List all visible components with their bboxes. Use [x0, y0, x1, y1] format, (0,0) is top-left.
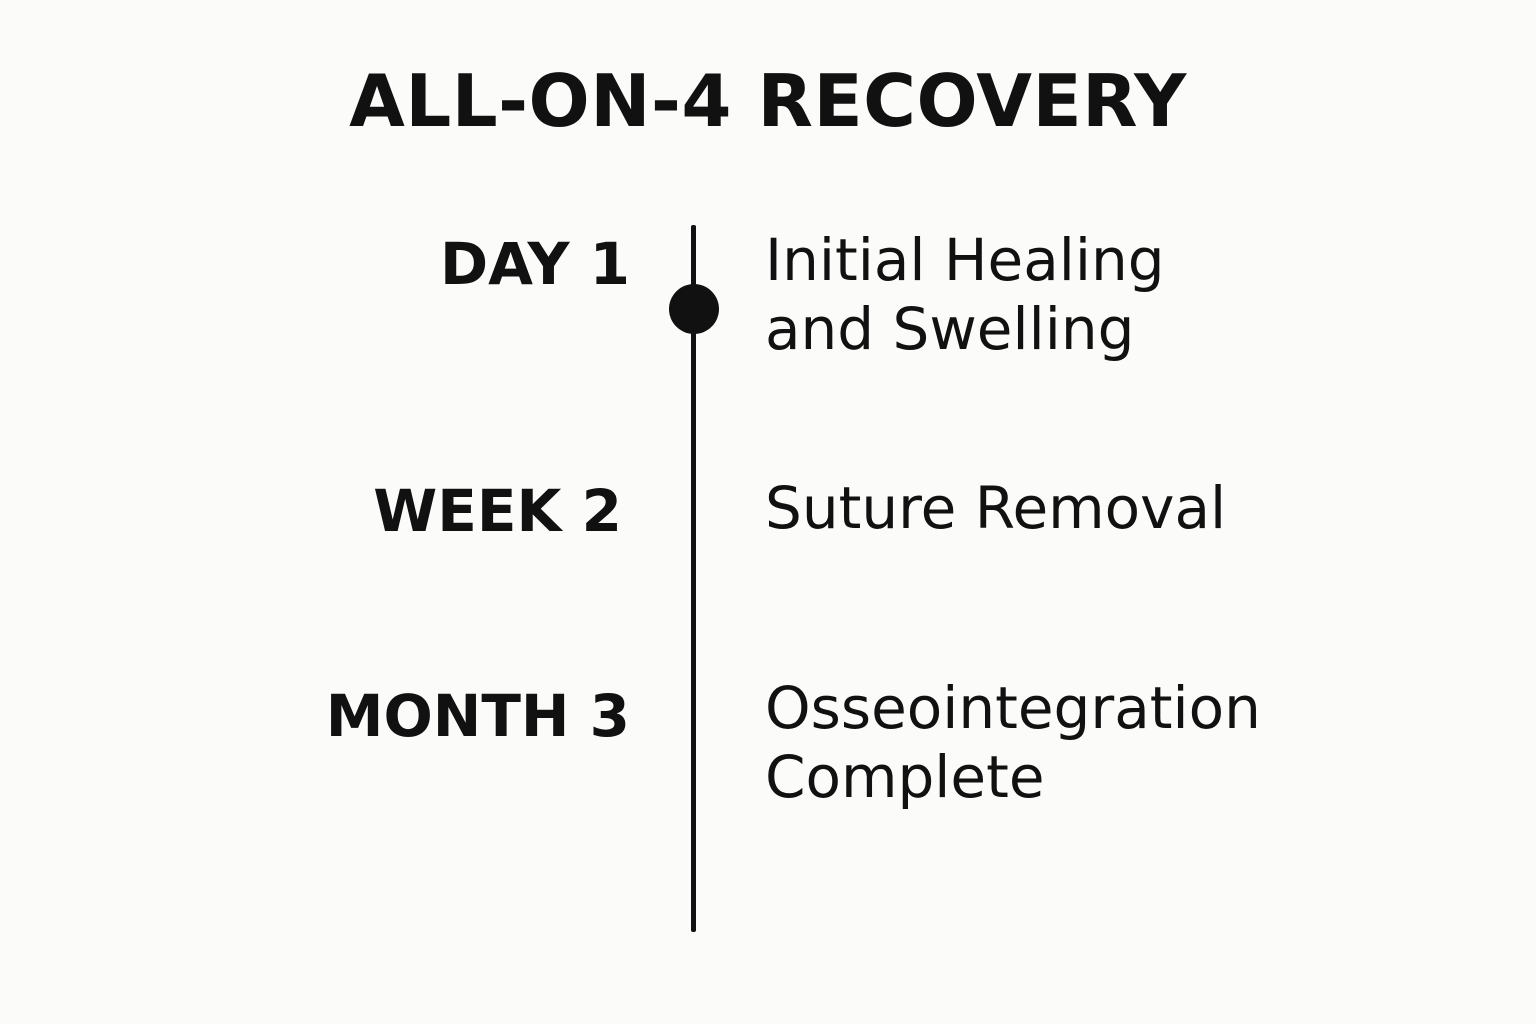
stage-time-label-day-1: DAY 1: [439, 230, 630, 298]
timeline-marker-dot: [669, 284, 719, 334]
timeline-axis-line: [691, 225, 696, 932]
stage-description-day-1: Initial Healing and Swelling: [765, 226, 1465, 364]
stage-description-week-2: Suture Removal: [765, 474, 1465, 543]
stage-description-month-3: Osseointegration Complete: [765, 674, 1465, 812]
stage-description-line: and Swelling: [765, 295, 1135, 363]
stage-time-label-month-3: MONTH 3: [325, 682, 630, 750]
stage-time-label-week-2: WEEK 2: [373, 477, 622, 545]
stage-description-line: Osseointegration: [765, 674, 1261, 742]
stage-description-line: Initial Healing: [765, 226, 1165, 294]
diagram-title: ALL-ON-4 RECOVERY: [349, 59, 1187, 143]
stage-description-line: Suture Removal: [765, 474, 1227, 542]
stage-description-line: Complete: [765, 743, 1045, 811]
